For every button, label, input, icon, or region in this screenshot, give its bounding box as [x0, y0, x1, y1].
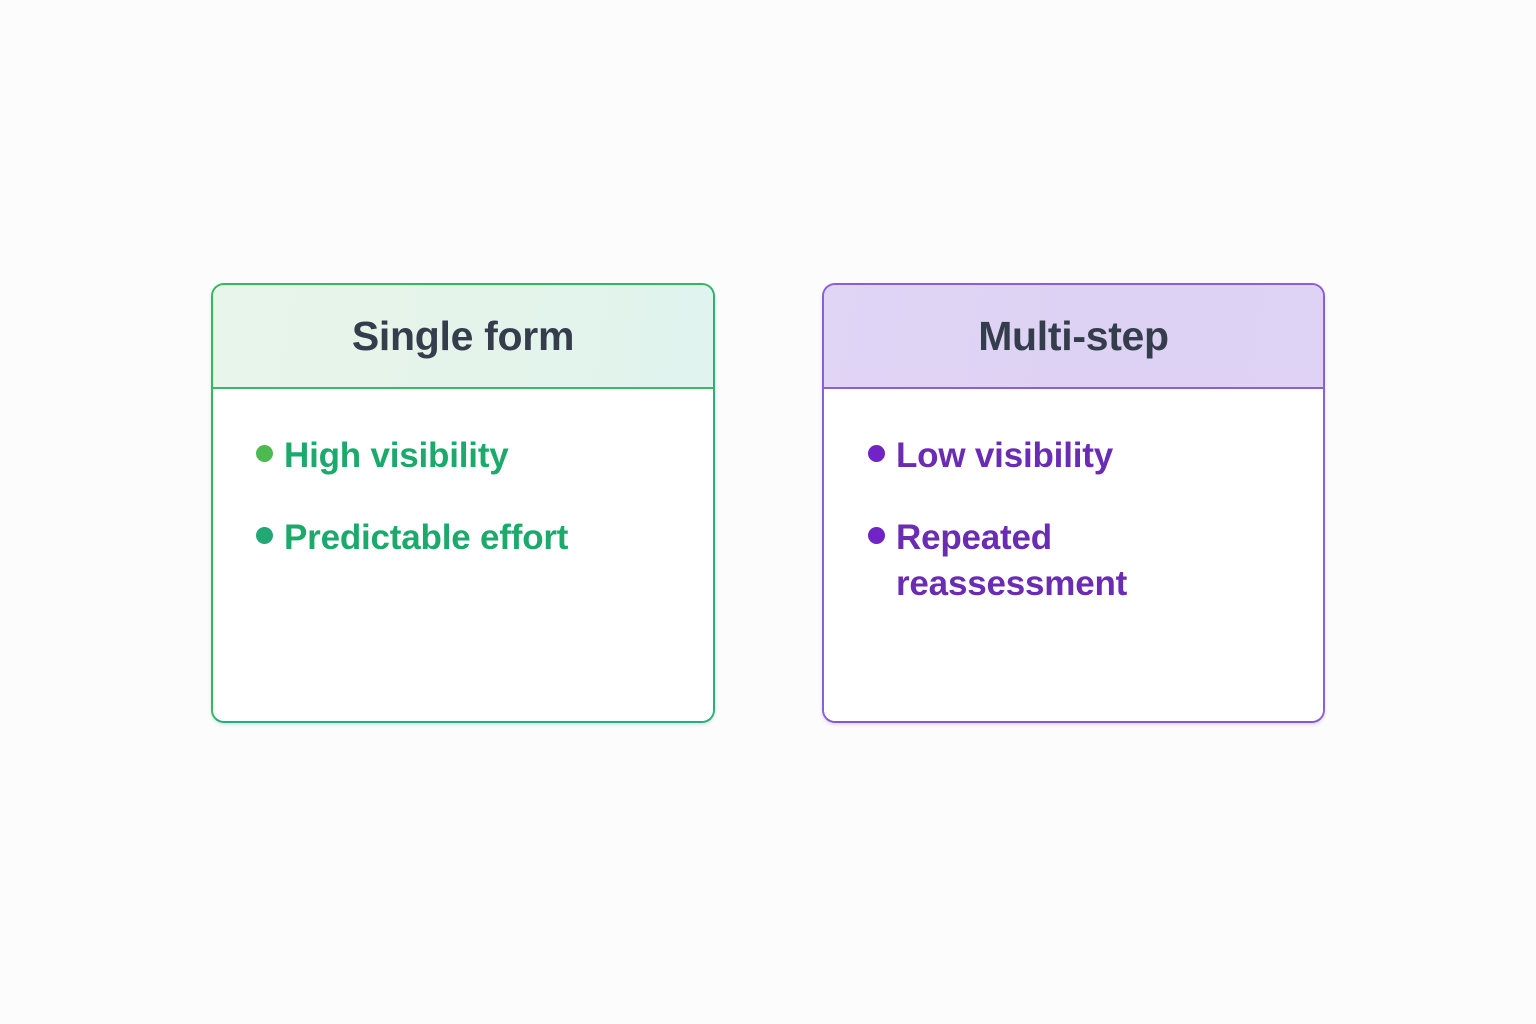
- bullet-dot-icon: [868, 445, 885, 462]
- bullet-dot-icon: [256, 526, 273, 544]
- list-item: Repeated reassessment: [868, 515, 1263, 608]
- list-item: Low visibility: [868, 433, 1263, 480]
- card-header-multi-step: Multi-step: [824, 285, 1323, 389]
- benefit-list-single-form: High visibility Predictable effort: [256, 433, 683, 561]
- list-item-label: High visibility: [284, 436, 509, 475]
- card-title-single-form: Single form: [351, 312, 575, 359]
- list-item: Predictable effort: [256, 515, 683, 562]
- bullet-dot-icon: [256, 445, 273, 462]
- bullet-dot-icon: [868, 526, 885, 544]
- list-item-label: Low visibility: [896, 436, 1113, 475]
- card-body-single-form: High visibility Predictable effort: [213, 389, 713, 721]
- list-item-label: Repeated reassessment: [896, 517, 1128, 604]
- list-item-label: Predictable effort: [284, 517, 569, 557]
- list-item: High visibility: [256, 433, 683, 480]
- card-header-single-form: Single form: [213, 285, 713, 389]
- card-title-multi-step: Multi-step: [978, 312, 1169, 359]
- comparison-card-single-form: Single form High visibility Predictable …: [211, 283, 715, 723]
- comparison-card-multi-step: Multi-step Low visibility Repeated reass…: [822, 283, 1325, 723]
- drawback-list-multi-step: Low visibility Repeated reassessment: [868, 433, 1263, 608]
- card-body-multi-step: Low visibility Repeated reassessment: [824, 389, 1323, 721]
